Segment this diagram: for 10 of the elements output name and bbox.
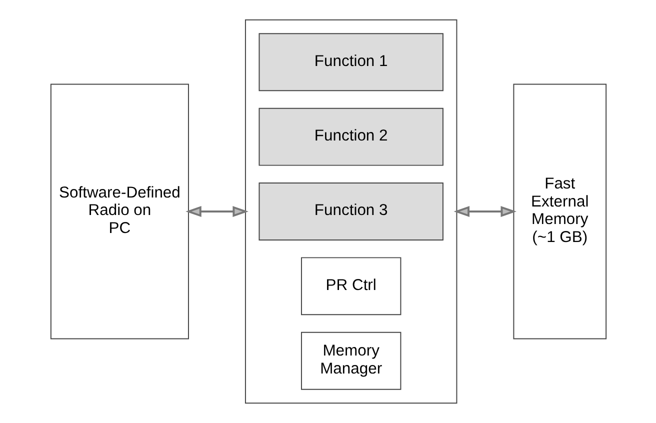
cluster [244,19,457,404]
arrow [453,206,516,217]
node-box: Memory Manager [300,332,401,390]
node-box: Software-Defined Radio on PC [50,84,188,340]
node-box: Function 1 [258,33,443,92]
arrow [185,206,248,217]
node-box: PR Ctrl [300,257,401,316]
node-box: Function 2 [258,108,443,166]
node-box: Function 3 [258,182,443,240]
node-box: Fast External Memory (~1 GB) [512,84,606,340]
